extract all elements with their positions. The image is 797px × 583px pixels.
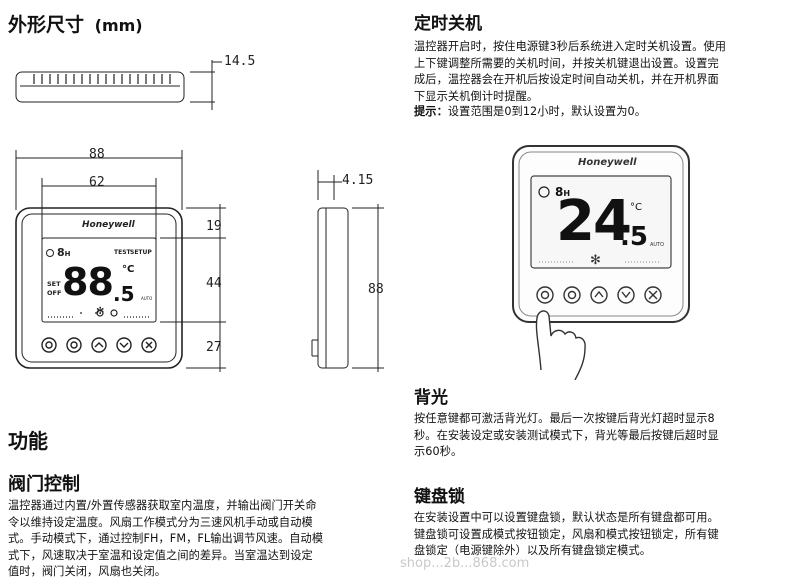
keylock-title: 键盘锁	[414, 487, 465, 507]
dim-h-bottom: 27	[206, 340, 222, 355]
front-auto-label: AUTO	[141, 296, 153, 301]
dim-height: 88	[368, 282, 384, 297]
device-mode-icon	[563, 286, 581, 304]
power-button-icon	[41, 337, 57, 353]
front-timer-unit: H	[64, 250, 71, 258]
device-photo	[512, 145, 690, 380]
front-big-temp: 88	[62, 260, 114, 304]
device-timer-unit: H	[563, 189, 571, 198]
device-unit: °C	[630, 202, 642, 213]
device-power-icon	[536, 286, 554, 304]
backlight-paragraph: 按任意键都可激活背光灯。最后一次按键后背光灯超时显示8 秒。在安装设定或安装测试…	[414, 411, 792, 461]
backlight-line: 示60秒。	[414, 445, 463, 458]
front-view-buttons	[41, 337, 157, 353]
valve-line: 温控器通过内置/外置传感器获取室内温度，并输出阀门开关命	[8, 499, 317, 512]
front-big-decimal: .5	[113, 282, 135, 306]
backlight-title: 背光	[414, 388, 448, 408]
device-up-icon	[590, 286, 608, 304]
side-view-body	[317, 207, 349, 369]
tip-text: 设置范围是0到12小时，默认设置为0。	[447, 105, 647, 118]
timer-paragraph: 温控器开启时，按住电源键3秒后系统进入定时关机设置。使用 上下键调整所需要的关机…	[414, 39, 792, 105]
down-button-icon	[116, 337, 132, 353]
timer-title: 定时关机	[414, 14, 482, 34]
dimensions-title: 外形尺寸 (mm)	[8, 14, 143, 37]
function-title: 功能	[8, 429, 48, 453]
hand-icon	[535, 310, 586, 380]
device-snow-icon: ✻	[590, 253, 601, 268]
front-timer-digit: 8	[57, 246, 65, 259]
device-timer: 8H	[555, 185, 570, 199]
front-brand-logo: Honeywell	[82, 220, 135, 230]
valve-line: 式。手动模式下，通过控制FH，FM，FL输出调节风速。自动模	[8, 532, 324, 545]
valve-line: 式下，风速取决于室温和设定值之间的差异。当室温达到设定	[8, 548, 313, 562]
top-view-body	[15, 71, 185, 103]
dimensions-title-text: 外形尺寸	[8, 14, 85, 36]
fan-speed-icons	[48, 309, 150, 318]
front-setup-label: SETUP	[130, 249, 152, 256]
front-snow-icon: ✻	[96, 306, 105, 317]
backlight-line: 秒。在安装设定或安装测试模式下，背光等最后按键后超时显	[414, 428, 719, 442]
front-timer-value: 8H	[57, 246, 71, 259]
front-set-label: SET	[47, 280, 61, 288]
timer-line: 温控器开启时，按住电源键3秒后系统进入定时关机设置。使用	[414, 40, 726, 53]
top-view-vents	[33, 74, 171, 84]
device-brand-logo: Honeywell	[578, 157, 637, 168]
front-unit: °C	[122, 264, 135, 275]
front-screen-icons	[46, 249, 150, 318]
dim-width-outer: 88	[89, 147, 105, 162]
tip-label: 提示：	[414, 105, 448, 118]
front-off-label: OFF	[47, 289, 62, 297]
dim-h-top: 19	[206, 219, 222, 234]
front-view-display	[41, 237, 157, 323]
dimensions-unit: (mm)	[94, 16, 143, 35]
device-temp: 24	[556, 189, 632, 254]
keylock-line: 键盘锁可设置成模式按钮锁定，风扇和模式按钮锁定，所有键	[414, 527, 719, 541]
valve-line: 令以维持设定温度。风扇工作模式分为三速风机手动或自动模	[8, 515, 313, 529]
mode-button-icon	[66, 337, 82, 353]
dim-side-depth: 4.15	[342, 173, 374, 188]
keylock-paragraph: 在安装设置中可以设置键盘锁，默认状态是所有键盘都可用。 键盘锁可设置成模式按钮锁…	[414, 510, 792, 560]
valve-line: 值时，阀门关闭，风扇也关闭。	[8, 565, 167, 578]
timer-line: 成后，温控器会在开机后按设定时间自动关机，并在开机界面	[414, 73, 719, 86]
valve-title: 阀门控制	[8, 474, 80, 495]
backlight-line: 按任意键都可激活背光灯。最后一次按键后背光灯超时显示8	[414, 412, 715, 425]
dim-h-mid: 44	[206, 276, 222, 291]
timer-tip: 提示：设置范围是0到12小时，默认设置为0。	[414, 104, 792, 121]
keylock-line: 在安装设置中可以设置键盘锁，默认状态是所有键盘都可用。	[414, 511, 719, 524]
device-buttons	[536, 286, 662, 304]
device-fan-icon	[644, 286, 662, 304]
keylock-line: 盘锁定（电源键除外）以及所有键盘锁定模式。	[414, 544, 652, 557]
timer-line: 下显示关机倒计时提醒。	[414, 89, 539, 103]
dim-depth-top: 14.5	[224, 54, 256, 69]
device-timer-digit: 8	[555, 185, 564, 199]
fan-button-icon	[141, 337, 157, 353]
device-down-icon	[617, 286, 635, 304]
watermark: shop...2b...868.com	[400, 556, 530, 571]
valve-paragraph: 温控器通过内置/外置传感器获取室内温度，并输出阀门开关命 令以维持设定温度。风扇…	[8, 498, 400, 581]
up-button-icon	[91, 337, 107, 353]
dim-width-inner: 62	[89, 175, 105, 190]
dimension-drawing	[15, 60, 384, 372]
front-test-label: TEST	[114, 249, 131, 256]
timer-line: 上下键调整所需要的关机时间，并按关机键退出设置。设置完	[414, 56, 719, 70]
device-auto-label: AUTO	[650, 242, 665, 248]
device-decimal: .5	[620, 222, 648, 252]
front-view-body	[15, 207, 183, 369]
